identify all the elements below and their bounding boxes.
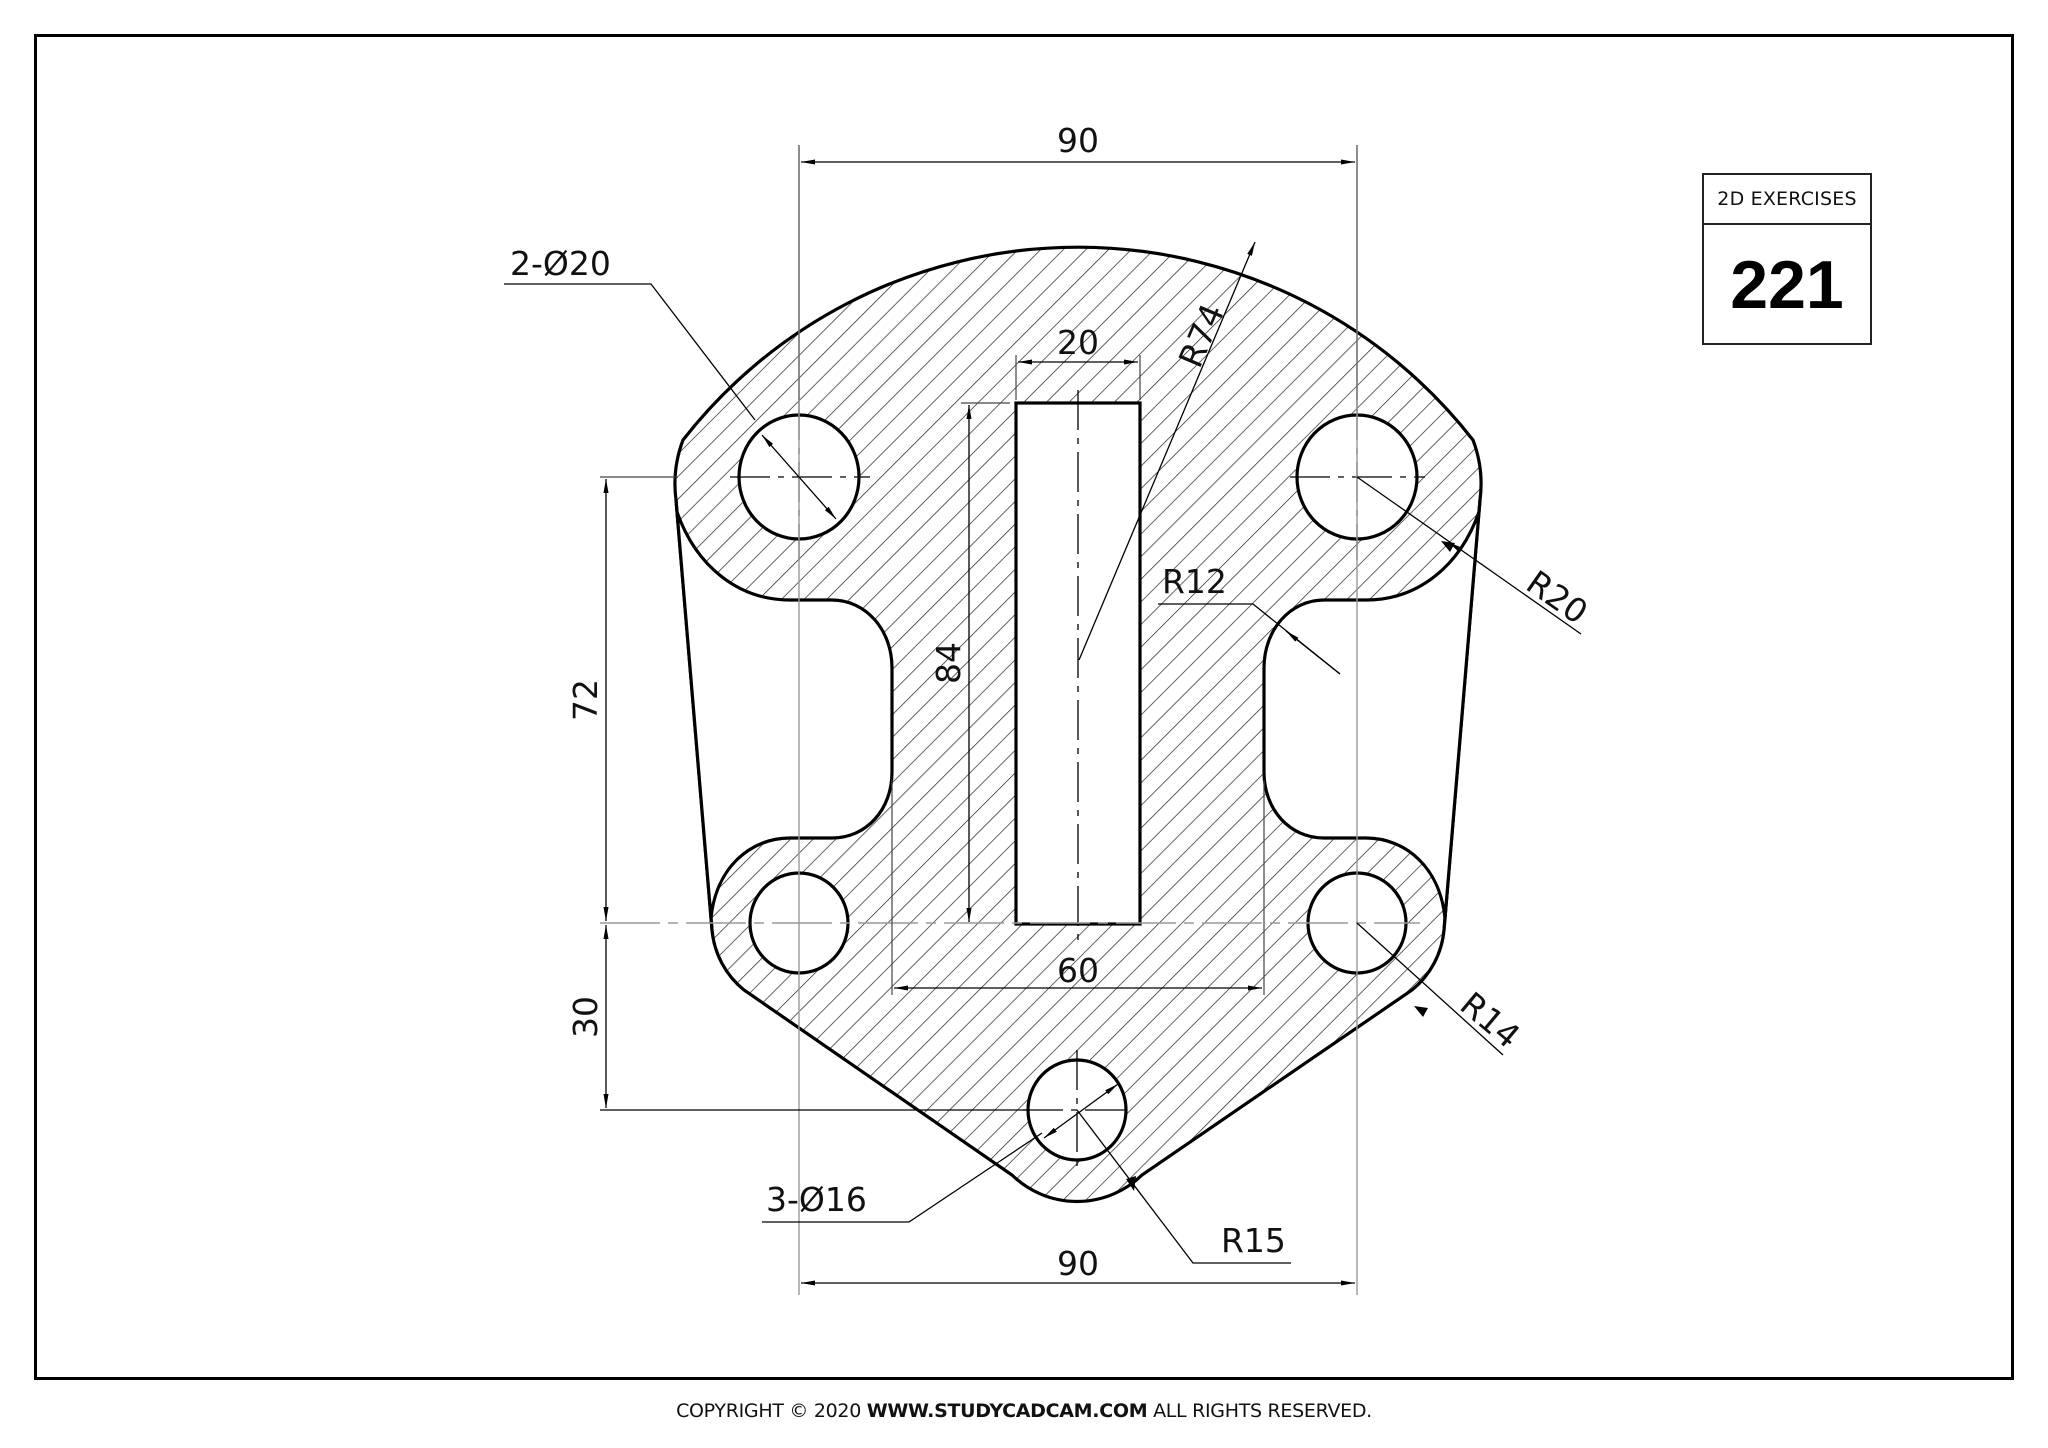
dim-label-r20: R20: [1519, 563, 1595, 632]
dim-label-top-90: 90: [1057, 121, 1099, 160]
right-pocket-edge: [1262, 511, 1481, 919]
arrowheads: [1126, 541, 1455, 1191]
dim-label-r12: R12: [1162, 562, 1227, 601]
dim-label-2-dia20: 2-Ø20: [510, 244, 611, 283]
dim-label-72: 72: [566, 679, 605, 721]
copyright-footer: COPYRIGHT © 2020 WWW.STUDYCADCAM.COM ALL…: [0, 1400, 2048, 1422]
copyright-suffix: ALL RIGHTS RESERVED.: [1153, 1400, 1372, 1422]
exercise-number: 221: [1730, 247, 1844, 323]
dim-label-84: 84: [929, 642, 968, 684]
drawing-border: [34, 34, 2014, 1380]
dim-label-bottom-90: 90: [1057, 1244, 1099, 1283]
dim-label-r14: R14: [1453, 984, 1528, 1056]
right-tangent-edge: [1442, 499, 1482, 931]
dimension-lines: [603, 145, 1358, 1286]
dim-label-30: 30: [566, 996, 605, 1038]
title-block-header: 2D EXERCISES: [1704, 175, 1870, 225]
dim-label-r15: R15: [1221, 1221, 1286, 1260]
copyright-prefix: COPYRIGHT © 2020: [676, 1400, 861, 1422]
left-pocket-cutout: [677, 512, 892, 918]
site-link[interactable]: WWW.STUDYCADCAM.COM: [866, 1400, 1148, 1422]
left-tangent-edge: [674, 499, 714, 931]
right-pocket-cutout: [1264, 512, 1479, 918]
dim-label-60: 60: [1057, 951, 1099, 990]
dim-label-20: 20: [1057, 323, 1099, 362]
left-pocket-edge: [675, 511, 894, 919]
dim-label-3-dia16: 3-Ø16: [766, 1180, 867, 1219]
leaders: [504, 241, 1582, 1264]
title-block: 2D EXERCISES 221: [1702, 173, 1872, 345]
extension-lines: [600, 355, 1265, 1111]
